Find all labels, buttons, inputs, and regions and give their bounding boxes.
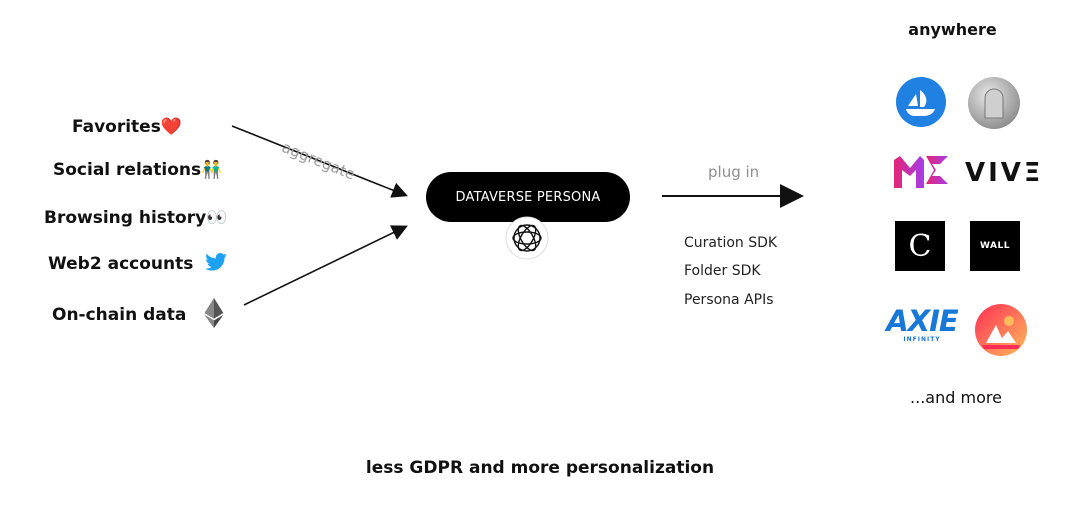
source-browsing-history: Browsing history👀	[44, 208, 227, 228]
c-logo-text: C	[908, 228, 932, 264]
opensea-logo-icon	[896, 77, 946, 127]
source-on-chain-data: On-chain data	[52, 298, 224, 328]
persona-label: DATAVERSE PERSONA	[455, 189, 601, 205]
heart-emoji-icon: ❤️	[160, 117, 183, 137]
arrow-to-persona-bottom	[243, 225, 408, 306]
source-label: On-chain data	[52, 305, 187, 325]
persona-logo-icon	[505, 216, 549, 260]
sdk-curation: Curation SDK	[684, 235, 778, 251]
source-social-relations: Social relations👬	[53, 160, 222, 180]
wall-logo-text: WALL	[980, 241, 1010, 251]
people-emoji-icon: 👬	[201, 160, 223, 180]
arrow-to-persona-top	[231, 125, 408, 198]
anywhere-heading: anywhere	[908, 20, 997, 39]
source-label: Browsing history	[44, 208, 207, 228]
dataverse-persona-pill: DATAVERSE PERSONA	[426, 172, 630, 222]
source-label: Social relations	[53, 160, 202, 180]
magic-eden-logo-icon	[894, 156, 948, 188]
sdk-folder: Folder SDK	[684, 263, 761, 279]
axie-logo-text: AXIE	[886, 304, 958, 338]
and-more-label: ...and more	[910, 388, 1002, 407]
plug-in-label: plug in	[708, 163, 760, 181]
source-favorites: Favorites❤️	[72, 117, 182, 137]
footer-caption: less GDPR and more personalization	[365, 458, 715, 478]
axie-logo-subtext: INFINITY	[903, 336, 941, 343]
c-logo: C	[895, 221, 945, 271]
dome-logo-icon	[968, 77, 1020, 129]
ethereum-icon	[204, 298, 224, 328]
eyes-emoji-icon: 👀	[206, 208, 228, 228]
twitter-bird-icon	[205, 253, 228, 271]
source-web2-accounts: Web2 accounts	[48, 253, 228, 274]
sdk-persona-apis: Persona APIs	[684, 292, 774, 308]
axie-logo: AXIE INFINITY	[880, 306, 964, 344]
source-label: Web2 accounts	[48, 254, 194, 274]
wall-logo: WALL	[970, 221, 1020, 271]
decentraland-logo-icon	[975, 304, 1027, 356]
source-label: Favorites	[72, 117, 161, 137]
vive-logo-text: VIVΞ	[965, 158, 1044, 188]
vive-logo: VIVΞ	[965, 158, 1043, 188]
